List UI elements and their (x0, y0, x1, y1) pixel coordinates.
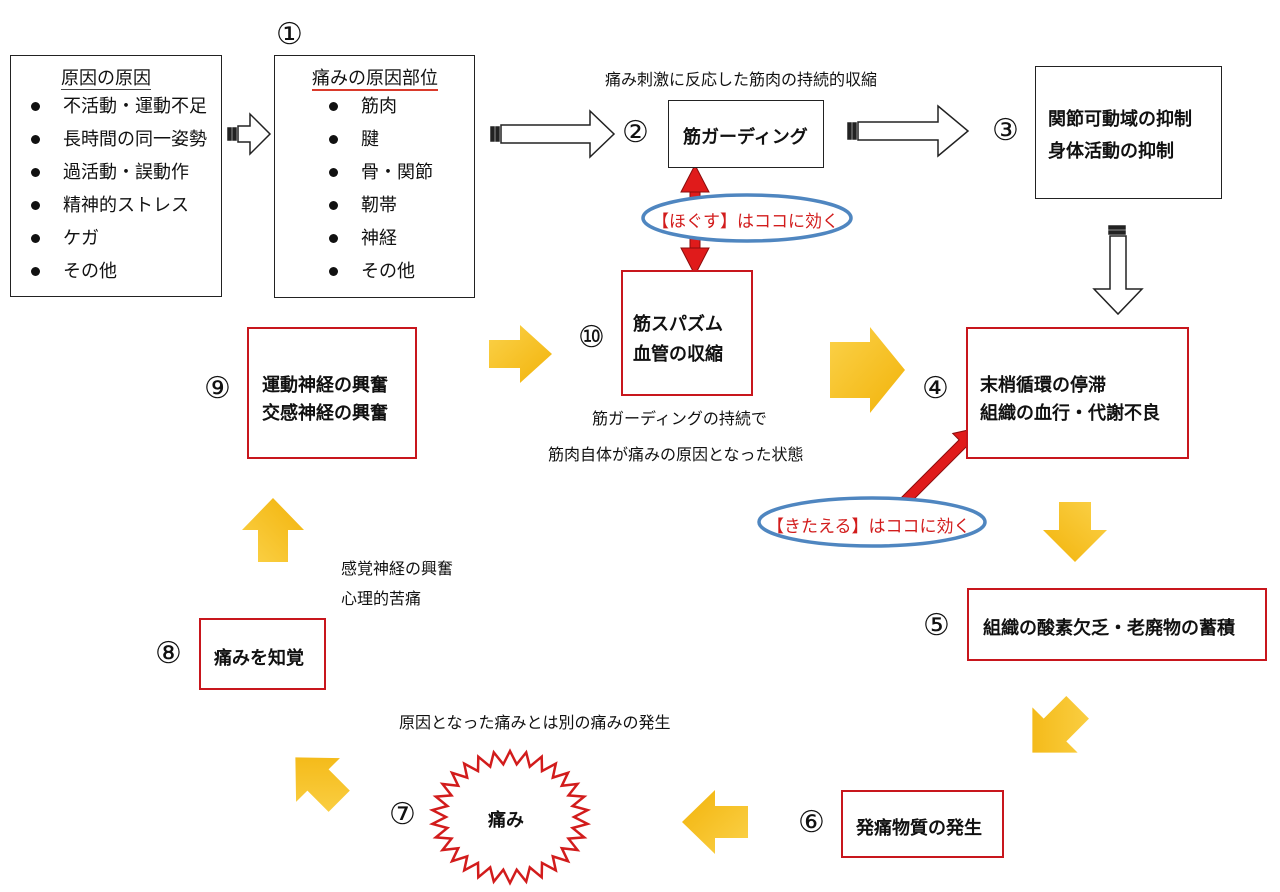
step9-line-1: 運動神経の興奮 (262, 375, 388, 396)
step2-number: ② (622, 115, 649, 150)
list-item: 精神的ストレス (17, 189, 223, 222)
step8-number: ⑧ (155, 636, 182, 671)
step8-label: 痛みを知覚 (214, 648, 304, 669)
step8-caption-1: 感覚神経の興奮 (341, 559, 454, 578)
yellow-arrows (242, 325, 1107, 854)
list-item: 神経 (315, 222, 475, 255)
arrow-9-to-10 (489, 325, 552, 383)
step9-number: ⑨ (204, 371, 231, 406)
arrow-8-to-9 (242, 498, 304, 562)
step1-number: ① (276, 17, 303, 52)
list-item: 過活動・誤動作 (17, 156, 223, 189)
arrow-3-to-4 (1092, 235, 1144, 316)
step9-line-2: 交感神経の興奮 (262, 403, 388, 424)
step3-line-2: 身体活動の抑制 (1048, 141, 1174, 162)
list-item: その他 (17, 255, 223, 288)
step6-box: 発痛物質の発生 (841, 790, 1004, 858)
hogusu-label: 【ほぐす】はココに効く (652, 212, 839, 232)
step3-number: ③ (992, 113, 1019, 148)
arrow-1-to-2 (500, 109, 616, 159)
list-item: 腱 (315, 123, 475, 156)
cause-of-cause-title: 原因の原因 (61, 68, 151, 90)
step10-caption-2: 筋肉自体が痛みの原因となった状態 (548, 445, 804, 464)
step5-number: ⑤ (923, 608, 950, 643)
step9-box: 運動神経の興奮 交感神経の興奮 (247, 327, 417, 459)
step10-line-1: 筋スパズム (633, 314, 723, 335)
step8-caption-2: 心理的苦痛 (341, 589, 422, 608)
list-item: ケガ (17, 222, 223, 255)
pain-starburst (428, 748, 592, 886)
step6-label: 発痛物質の発生 (856, 818, 982, 839)
arrow-2-to-3 (857, 104, 970, 158)
arrow-4-to-5 (1043, 502, 1107, 562)
arrow-7-to-8 (295, 757, 350, 812)
step1-list: 筋肉 腱 骨・関節 靭帯 神経 その他 (315, 90, 475, 288)
step10-box: 筋スパズム 血管の収縮 (621, 270, 753, 396)
step1-box: 痛みの原因部位 筋肉 腱 骨・関節 靭帯 神経 その他 (274, 55, 475, 298)
step7-label: 痛み (488, 810, 524, 831)
step7-caption: 原因となった痛みとは別の痛みの発生 (399, 713, 671, 732)
kitaeru-label: 【きたえる】はココに効く (767, 517, 971, 537)
step5-label: 組織の酸素欠乏・老廃物の蓄積 (983, 618, 1235, 639)
step2-caption: 痛み刺激に反応した筋肉の持続的収縮 (605, 70, 878, 89)
list-item: その他 (315, 255, 475, 288)
step10-line-2: 血管の収縮 (633, 344, 723, 365)
hogusu-oval (641, 193, 853, 243)
kitaeru-oval (757, 496, 987, 548)
white-arrows (227, 104, 1144, 316)
arrow-cause-to-1 (237, 112, 272, 156)
step8-box: 痛みを知覚 (199, 618, 326, 690)
cause-of-cause-box: 原因の原因 不活動・運動不足 長時間の同一姿勢 過活動・誤動作 精神的ストレス … (10, 55, 222, 297)
list-item: 靭帯 (315, 189, 475, 222)
arrow-10-to-4 (830, 327, 905, 413)
step5-box: 組織の酸素欠乏・老廃物の蓄積 (967, 588, 1267, 661)
step4-number: ④ (922, 371, 949, 406)
cause-of-cause-list: 不活動・運動不足 長時間の同一姿勢 過活動・誤動作 精神的ストレス ケガ その他 (17, 90, 223, 288)
step2-label: 筋ガーディング (683, 127, 808, 148)
step7-number: ⑦ (389, 797, 416, 832)
list-item: 不活動・運動不足 (17, 90, 223, 123)
list-item: 長時間の同一姿勢 (17, 123, 223, 156)
step4-line-1: 末梢循環の停滞 (980, 375, 1106, 396)
list-item: 筋肉 (315, 90, 475, 123)
step3-line-1: 関節可動域の抑制 (1048, 109, 1192, 130)
step1-title: 痛みの原因部位 (312, 68, 438, 91)
step4-box: 末梢循環の停滞 組織の血行・代謝不良 (966, 327, 1189, 459)
arrow-6-to-7 (682, 790, 748, 854)
step10-number: ⑩ (578, 320, 605, 355)
step6-number: ⑥ (798, 805, 825, 840)
step4-line-2: 組織の血行・代謝不良 (980, 403, 1160, 424)
list-item: 骨・関節 (315, 156, 475, 189)
arrow-5-to-6 (1032, 696, 1089, 753)
step10-caption-1: 筋ガーディングの持続で (592, 409, 767, 428)
step2-box: 筋ガーディング (668, 100, 824, 168)
step3-box: 関節可動域の抑制 身体活動の抑制 (1035, 66, 1222, 199)
